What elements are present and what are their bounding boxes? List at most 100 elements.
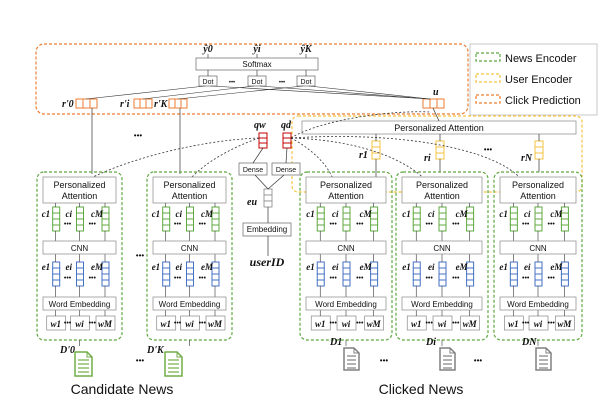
word-embedding-box [305, 296, 387, 311]
e-label: eM [201, 262, 214, 272]
c-vector [162, 206, 171, 232]
w-label: wM [463, 319, 478, 329]
cnn-box [305, 240, 387, 255]
cnn-box [401, 240, 483, 255]
ellipsis-dots: ••• [452, 221, 460, 228]
candidate-news-caption: Candidate News [71, 381, 174, 397]
word-embedding-label: Word Embedding [411, 300, 473, 309]
w-label: wM [367, 319, 382, 329]
user-id-path: qw qd Dense Dense eu Embedding userID [77, 111, 526, 269]
ellipsis-dots-1: ••• [229, 80, 235, 86]
personalized-attention-box [499, 176, 577, 204]
w-label: w1 [508, 319, 519, 329]
c-vector [76, 206, 84, 232]
personalized-attention-label-2: Attention [172, 191, 208, 201]
ellipsis-dots: ••• [425, 320, 433, 327]
ellipsis-dots: ••• [356, 320, 364, 327]
c-vector [370, 206, 379, 232]
ellipsis-dots: ••• [199, 221, 207, 228]
e-vector [186, 261, 194, 287]
ellipsis-dots: ••• [174, 320, 182, 327]
document-icon [439, 347, 456, 371]
ellipsis-dots: ••• [64, 221, 72, 228]
e-label: eM [456, 262, 469, 272]
cnn-label: CNN [529, 244, 547, 253]
u-label: u [433, 87, 439, 98]
e-vector [162, 261, 171, 287]
word-embedding-box [42, 296, 117, 311]
ellipsis-dots: ••• [329, 275, 337, 282]
document-icon [164, 351, 183, 377]
ellipsis-dots: ••• [89, 221, 97, 228]
document-icons [74, 347, 552, 377]
word-embedding-label: Word Embedding [159, 300, 221, 309]
e-vector [509, 261, 518, 287]
w-label: wM [557, 319, 572, 329]
e-vector [342, 261, 351, 287]
dense-label-left: Dense [243, 167, 263, 174]
clicked-news-caption: Clicked News [379, 381, 464, 397]
word-box [432, 315, 453, 331]
ellipsis-dots: ••• [548, 275, 556, 282]
c-label: cM [91, 209, 104, 219]
e-label: eM [360, 262, 373, 272]
personalized-attention-box [42, 176, 117, 204]
e-vector [534, 261, 543, 287]
r-prime-i-vector [133, 98, 153, 109]
c-label: c1 [42, 209, 51, 219]
c-vector [186, 206, 194, 232]
ellipsis-dots: ••• [199, 320, 207, 327]
e-label: e1 [42, 262, 51, 272]
ellipsis-dots-6: ••• [380, 356, 389, 365]
ellipsis-dots-3: ••• [134, 131, 143, 140]
cnn-box [499, 240, 577, 255]
e-label: e1 [306, 262, 315, 272]
e-vector [370, 261, 379, 287]
personalized-attention-label-2: Attention [62, 191, 98, 201]
c-vector [101, 206, 110, 232]
c-label: ci [332, 209, 339, 219]
doc-label-candidate-0: D'0 [59, 345, 75, 356]
user-encoder-region: Personalized Attention r1 ri rN ••• [291, 107, 583, 193]
word-box [46, 315, 67, 331]
y-hat-i-label: ŷi [252, 44, 260, 55]
word-box [336, 315, 357, 331]
legend-label-news-encoder: News Encoder [505, 53, 577, 65]
r-prime-0-vector [75, 98, 98, 109]
legend-label-user-encoder: User Encoder [505, 74, 573, 86]
w-label: wi [438, 319, 447, 329]
word-box [156, 315, 177, 331]
w-label: wi [534, 319, 543, 329]
legend-swatch-news-encoder [475, 52, 501, 62]
doc-label-clicked-1: D1 [329, 337, 342, 348]
w-label: w1 [50, 319, 61, 329]
c-label: ci [428, 209, 435, 219]
e-vector [412, 261, 421, 287]
click-prediction-region: Softmax Dot Dot Dot ••• ••• ŷ0 ŷi ŷK r'0… [35, 43, 469, 115]
e-vector [316, 261, 325, 287]
w-label: w1 [411, 319, 422, 329]
ellipsis-dots: ••• [425, 275, 433, 282]
word-embedding-box [152, 296, 227, 311]
c-vector [412, 206, 421, 232]
personalized-attention-label-1: Personalized [512, 180, 564, 190]
word-box [364, 315, 384, 331]
e-vector [76, 261, 84, 287]
ellipsis-dots: ••• [64, 275, 72, 282]
qw-label: qw [254, 120, 266, 131]
e-vector [438, 261, 447, 287]
word-box [504, 315, 524, 331]
e-label: e1 [402, 262, 411, 272]
dense-label-right: Dense [276, 167, 296, 174]
word-embedding-label: Word Embedding [315, 300, 377, 309]
personalized-attention-label-2: Attention [520, 191, 556, 201]
ellipsis-dots: ••• [89, 275, 97, 282]
word-box [528, 315, 549, 331]
user-embedding-label: Embedding [247, 225, 287, 234]
ellipsis-dots: ••• [329, 221, 337, 228]
legend-swatch-click-prediction [475, 94, 501, 104]
e-label: ei [332, 262, 339, 272]
ellipsis-dots: ••• [64, 320, 72, 327]
e-label: ei [176, 262, 183, 272]
ellipsis-dots-2: ••• [279, 80, 285, 86]
